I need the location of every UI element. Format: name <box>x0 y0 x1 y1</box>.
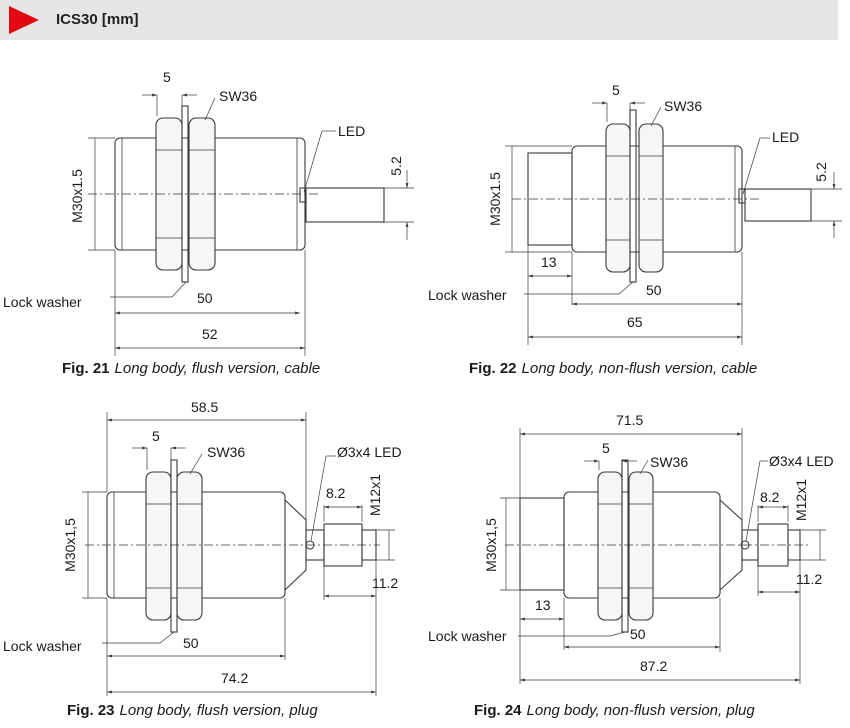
cable <box>744 188 812 222</box>
label-led: Ø3x4 LED <box>769 453 834 469</box>
figure-22: 5 SW36 LED M30x1.5 5.2 13 Lock washer 50 <box>428 82 842 377</box>
label-wrench: SW36 <box>207 444 245 460</box>
dim-thread: M30x1.5 <box>487 172 503 226</box>
lock-washer <box>621 459 629 633</box>
cable <box>305 187 385 223</box>
hex-nut <box>638 123 664 273</box>
dim-overall: 71.5 <box>616 412 643 428</box>
label-lock-washer: Lock washer <box>428 628 507 644</box>
caption-number: Fig. 23 <box>67 702 115 719</box>
dim-length-a: 50 <box>197 290 213 306</box>
dim-thread: M30x1.5 <box>69 169 85 223</box>
caption-text: Long body, non-flush version, cable <box>522 360 758 377</box>
label-lock-washer: Lock washer <box>3 294 82 310</box>
dim-overall: 58.5 <box>191 399 218 415</box>
label-led: LED <box>338 123 365 139</box>
figure-caption: Fig. 24 Long body, non-flush version, plu… <box>474 702 755 719</box>
sensor-front <box>519 497 565 591</box>
figure-24: 71.5 5 SW36 Ø3x4 LED M30x1,5 8.2 M12x1 1… <box>428 412 834 719</box>
section-header: ICS30 [mm] <box>0 0 838 40</box>
dim-front: 13 <box>535 597 551 613</box>
label-led: LED <box>772 129 799 145</box>
caption-text: Long body, flush version, cable <box>115 360 321 377</box>
dim-plug-thread: M12x1 <box>367 474 383 516</box>
caption-number: Fig. 21 <box>62 360 110 377</box>
dim-nut-width: 5 <box>602 440 610 456</box>
figure-caption: Fig. 23 Long body, flush version, plug <box>67 702 318 719</box>
dim-plug-dia: 11.2 <box>372 575 398 591</box>
hex-nut <box>176 471 203 621</box>
dim-plug-length: 8.2 <box>326 485 346 501</box>
dim-length-b: 52 <box>202 326 218 342</box>
label-wrench: SW36 <box>664 98 702 114</box>
label-led: Ø3x4 LED <box>337 444 402 460</box>
dim-length-b: 65 <box>627 314 643 330</box>
dim-nut-width: 5 <box>163 69 171 85</box>
caption-text: Long body, flush version, plug <box>120 702 319 719</box>
hex-nut <box>145 471 172 621</box>
dim-nut-width: 5 <box>612 82 620 98</box>
caption-text: Long body, non-flush version, plug <box>527 702 756 719</box>
label-wrench: SW36 <box>219 88 257 104</box>
figure-caption: Fig. 22 Long body, non-flush version, cab… <box>469 360 757 377</box>
label-lock-washer: Lock washer <box>3 638 82 654</box>
dim-length-b: 74.2 <box>221 670 248 686</box>
dim-cable: 5.2 <box>813 162 829 182</box>
dim-length-a: 50 <box>646 282 662 298</box>
dim-nut-width: 5 <box>152 428 160 444</box>
label-lock-washer: Lock washer <box>428 287 507 303</box>
caption-number: Fig. 22 <box>469 360 517 377</box>
figure-21: 5 SW36 LED M30x1.5 5.2 Lock washer 50 52… <box>3 69 414 377</box>
red-arrow-icon <box>9 6 39 34</box>
dim-plug-thread: M12x1 <box>793 479 809 521</box>
dim-front: 13 <box>541 254 557 270</box>
hex-nut <box>597 471 623 621</box>
dim-length-a: 50 <box>630 626 646 642</box>
dim-plug-length: 8.2 <box>760 489 780 505</box>
dim-length-b: 87.2 <box>640 658 667 674</box>
caption-number: Fig. 24 <box>474 702 522 719</box>
section-title: ICS30 [mm] <box>56 11 139 28</box>
hex-nut <box>605 123 631 273</box>
figure-caption: Fig. 21 Long body, flush version, cable <box>62 360 320 377</box>
label-wrench: SW36 <box>650 454 688 470</box>
lock-washer <box>629 109 637 283</box>
figure-23: 58.5 5 SW36 Ø3x4 LED M30x1,5 8.2 M12x1 1… <box>3 399 402 719</box>
dim-thread: M30x1,5 <box>483 518 499 572</box>
dim-length-a: 50 <box>183 635 199 651</box>
dim-plug-dia: 11.2 <box>796 571 822 587</box>
dim-cable: 5.2 <box>388 156 404 176</box>
lock-washer <box>170 459 178 633</box>
dim-thread: M30x1,5 <box>62 518 78 572</box>
hex-nut <box>628 471 654 621</box>
